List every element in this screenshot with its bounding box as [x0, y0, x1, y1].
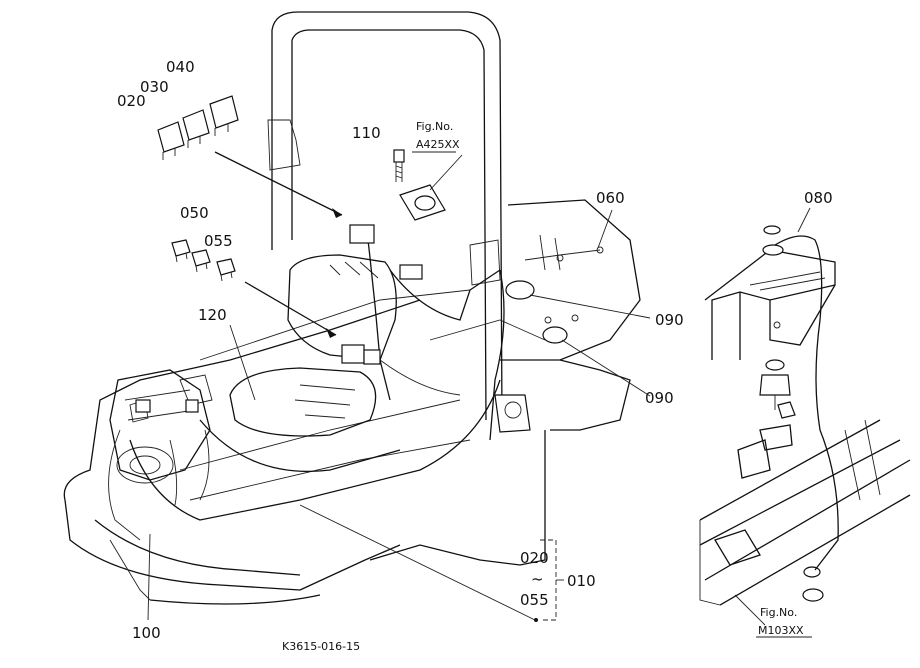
relay-components	[135, 184, 579, 433]
fuse-group	[157, 95, 239, 160]
label-range-start: 020	[520, 549, 549, 567]
drawing-code: K3615-016-15	[282, 640, 360, 653]
label-100: 100	[132, 624, 161, 642]
label-fig-a-line2: A425XX	[416, 138, 460, 151]
label-090-b: 090	[645, 389, 674, 407]
label-040: 040	[166, 58, 195, 76]
label-fig-m-line1: Fig.No.	[760, 606, 797, 619]
label-020: 020	[117, 92, 146, 110]
ground-wire-080	[734, 207, 839, 626]
label-090-a: 090	[655, 311, 684, 329]
fuse-020	[157, 121, 185, 160]
leader-lines	[147, 151, 651, 621]
label-110: 110	[352, 124, 381, 142]
inset-seat-bracket	[704, 249, 836, 360]
tractor-body	[63, 199, 641, 605]
label-055: 055	[204, 232, 233, 250]
label-range-end: 055	[520, 591, 549, 609]
operator-seat	[229, 254, 397, 437]
wiring-harness	[108, 234, 604, 541]
range-bracket	[534, 539, 564, 622]
reference-arrows	[214, 151, 343, 338]
label-120: 120	[198, 306, 227, 324]
label-080: 080	[804, 189, 833, 207]
inset-frame	[699, 419, 911, 606]
relay-group	[171, 239, 236, 282]
label-range-tilde: ~	[531, 570, 544, 588]
part-labels: 040 030 020 110 Fig.No. A425XX 050 055 0…	[117, 58, 833, 653]
label-fig-m-line2: M103XX	[758, 624, 804, 637]
relay-055	[216, 258, 236, 282]
label-fig-a-line1: Fig.No.	[416, 120, 453, 133]
bolt-110	[393, 149, 405, 182]
inset-mount-parts	[759, 225, 824, 602]
label-010: 010	[567, 572, 596, 590]
label-060: 060	[596, 189, 625, 207]
relay-050-a	[171, 239, 191, 263]
fuse-030	[182, 109, 210, 148]
rops-frame	[267, 11, 503, 421]
relay-050-b	[191, 249, 211, 273]
fuse-040	[209, 95, 239, 136]
label-050: 050	[180, 204, 209, 222]
label-030: 030	[140, 78, 169, 96]
